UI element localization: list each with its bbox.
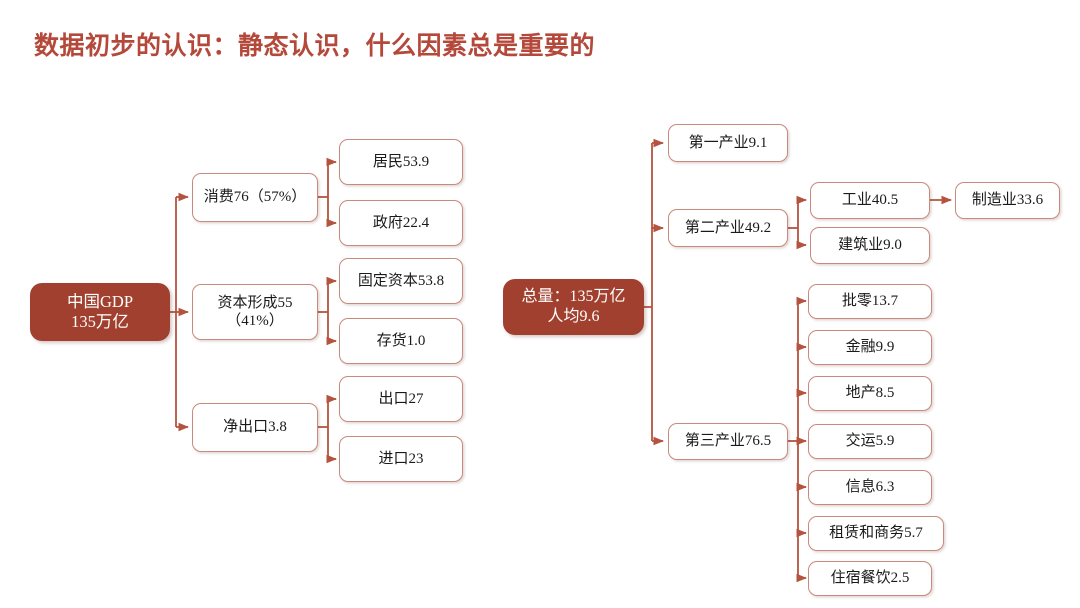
- node-label-line-2: （41%）: [226, 313, 284, 329]
- node-label: 建筑业9.0: [838, 237, 902, 254]
- node-label: 存货1.0: [376, 332, 426, 349]
- node-accommodation-catering[interactable]: 住宿餐饮2.5: [808, 561, 932, 596]
- node-net-exports[interactable]: 净出口3.8: [192, 403, 318, 452]
- node-label: 工业40.5: [841, 192, 899, 209]
- node-label-line-1: 资本形成55: [217, 294, 293, 311]
- node-construction[interactable]: 建筑业9.0: [810, 227, 930, 264]
- node-real-estate[interactable]: 地产8.5: [808, 376, 932, 411]
- node-capital-formation[interactable]: 资本形成55 （41%）: [192, 284, 318, 340]
- node-consumption[interactable]: 消费76（57%）: [192, 173, 318, 222]
- node-label: 第三产业76.5: [684, 433, 772, 450]
- node-primary-industry[interactable]: 第一产业9.1: [668, 124, 788, 162]
- node-label: 批零13.7: [841, 293, 899, 310]
- node-label: 第一产业9.1: [688, 134, 768, 151]
- node-government-consumption[interactable]: 政府22.4: [339, 200, 463, 246]
- node-label: 信息6.3: [845, 479, 895, 496]
- node-total-output-root[interactable]: 总量：135万亿 人均9.6: [503, 279, 644, 335]
- node-inventory[interactable]: 存货1.0: [339, 318, 463, 364]
- node-china-gdp-root[interactable]: 中国GDP 135万亿: [30, 283, 170, 341]
- node-label: 制造业33.6: [971, 192, 1044, 209]
- node-label: 金融9.9: [845, 339, 895, 356]
- node-label: 净出口3.8: [223, 419, 287, 436]
- node-exports[interactable]: 出口27: [339, 376, 463, 422]
- node-label: 租赁和商务5.7: [829, 525, 923, 542]
- node-tertiary-industry[interactable]: 第三产业76.5: [668, 423, 788, 460]
- node-fixed-capital[interactable]: 固定资本53.8: [339, 258, 463, 304]
- node-label: 交运5.9: [845, 433, 895, 450]
- node-secondary-industry[interactable]: 第二产业49.2: [668, 209, 788, 247]
- root-line-1: 总量：135万亿: [521, 288, 626, 306]
- node-imports[interactable]: 进口23: [339, 436, 463, 482]
- node-household-consumption[interactable]: 居民53.9: [339, 139, 463, 185]
- node-leasing-business[interactable]: 租赁和商务5.7: [808, 516, 944, 551]
- node-label: 第二产业49.2: [684, 219, 772, 236]
- root-line-2: 人均9.6: [547, 308, 600, 325]
- node-label: 住宿餐饮2.5: [830, 570, 910, 587]
- root-line-2: 135万亿: [71, 312, 129, 331]
- node-label: 固定资本53.8: [357, 272, 445, 289]
- node-manufacturing[interactable]: 制造业33.6: [955, 182, 1060, 219]
- node-label: 地产8.5: [845, 385, 895, 402]
- node-label: 消费76（57%）: [203, 189, 307, 206]
- node-label: 出口27: [378, 390, 424, 407]
- node-information[interactable]: 信息6.3: [808, 470, 932, 505]
- node-label: 进口23: [378, 450, 424, 467]
- node-finance[interactable]: 金融9.9: [808, 330, 932, 365]
- root-line-1: 中国GDP: [66, 291, 133, 311]
- node-label: 居民53.9: [372, 153, 430, 170]
- node-industry[interactable]: 工业40.5: [810, 182, 930, 219]
- node-label: 政府22.4: [372, 214, 430, 231]
- node-wholesale-retail[interactable]: 批零13.7: [808, 284, 932, 319]
- page-title: 数据初步的认识：静态认识，什么因素总是重要的: [34, 32, 596, 60]
- node-transportation[interactable]: 交运5.9: [808, 424, 932, 459]
